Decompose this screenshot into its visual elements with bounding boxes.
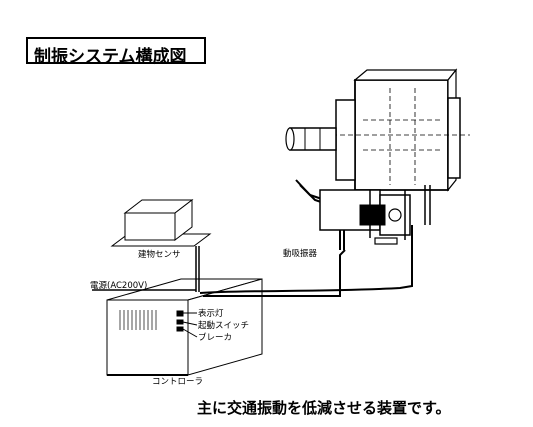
diagram-caption: 主に交通振動を低減させる装置です。 — [197, 399, 451, 417]
controller-cabinet — [106, 278, 263, 376]
indicator-label: 表示灯 — [198, 309, 224, 319]
start-switch-label: 起動スイッチ — [198, 321, 250, 331]
diagram-title-box: 制振システム構成図 — [26, 37, 206, 67]
actuator-label: 動吸振器 — [283, 249, 318, 259]
diagram-title: 制振システム構成図 — [34, 47, 187, 67]
power-label: 電源(AC200V) — [90, 281, 148, 291]
building-sensor — [110, 198, 212, 247]
breaker-label: ブレーカ — [198, 333, 233, 343]
building-sensor-label: 建物センサ — [138, 250, 181, 260]
actuator — [285, 68, 470, 245]
controller-label: コントローラ — [152, 377, 204, 387]
